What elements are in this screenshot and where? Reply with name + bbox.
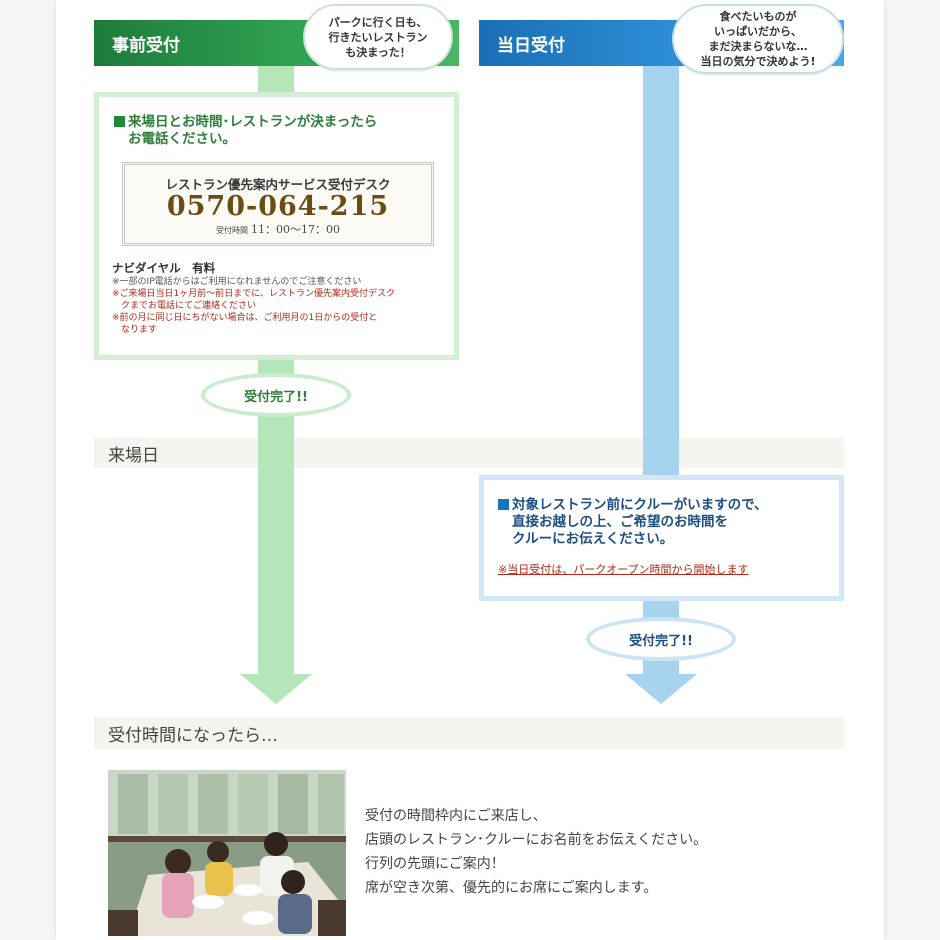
square-bullet-icon: [114, 116, 125, 127]
note-line: ※前の月に同じ日にちがない場合は、ご利用月の1日からの受付と: [112, 313, 378, 323]
sameday-lead-line: クルーにお伝えください。: [512, 531, 674, 547]
advance-cloud-line: も決まった！: [345, 45, 411, 59]
restaurant-photo-illustration: [108, 770, 346, 936]
sameday-down-arrow-icon: [625, 674, 697, 704]
sameday-cloud-line: まだ決まらないな…: [708, 40, 808, 53]
desk-hours: 11：00〜17：00: [251, 223, 340, 236]
restaurant-photo: [108, 770, 346, 936]
advance-notes: ナビダイヤル 有料 ※一部のIP電話からはご利用になれませんのでご注意ください …: [112, 260, 447, 336]
square-bullet-icon: [498, 499, 509, 510]
advance-lead-line: 来場日とお時間･レストランが決まったら: [128, 114, 378, 130]
desk-title: レストラン優先案内サービス受付デスク: [165, 177, 391, 192]
sameday-done-badge: 受付完了!!: [586, 617, 736, 661]
advance-lead-line: お電話ください。: [128, 131, 236, 147]
note-line: なります: [121, 325, 158, 335]
sameday-lead-line: 対象レストラン前にクルーがいますので、: [512, 497, 768, 513]
advance-cloud-line: 行きたいレストラン: [328, 30, 428, 44]
instruction-line: 店頭のレストラン･クルーにお名前をお伝えください。: [365, 832, 708, 848]
note-line: ※ご来場日当日1ヶ月前〜前日までに、レストラン優先案内受付デスク: [112, 289, 395, 299]
note-line: クまでお電話にてご連絡ください: [121, 301, 257, 311]
instruction-line: 席が空き次第、優先的にお席にご案内します。: [365, 880, 658, 896]
instruction-line: 行列の先頭にご案内！: [365, 856, 505, 872]
advance-speech-cloud: パークに行く日も、 行きたいレストラン も決まった！: [303, 4, 453, 70]
sameday-lead-line: 直接お越しの上、ご希望のお時間を: [512, 514, 728, 530]
sameday-note-text[interactable]: ※当日受付は、パークオープン時間から開始します: [498, 563, 749, 576]
visit-day-band: 来場日: [94, 438, 844, 468]
reception-instructions: 受付の時間枠内にご来店し、 店頭のレストラン･クルーにお名前をお伝えください。 …: [365, 804, 707, 900]
instruction-line: 受付の時間枠内にご来店し、: [365, 808, 547, 824]
sameday-info-box: [479, 475, 844, 601]
desk-hours-label: 受付時間: [216, 226, 248, 235]
sameday-note: ※当日受付は、パークオープン時間から開始します: [498, 561, 749, 577]
advance-header-title: 事前受付: [112, 35, 180, 56]
advance-done-badge: 受付完了!!: [201, 373, 351, 417]
visit-day-label: 来場日: [108, 445, 159, 466]
advance-lead: 来場日とお時間･レストランが決まったら お電話ください。: [114, 114, 377, 148]
sameday-flow-bar-overlay: [643, 438, 679, 468]
sameday-speech-cloud: 食べたいものが いっぱいだから、 まだ決まらないな… 当日の気分で決めよう!: [672, 4, 844, 74]
sameday-cloud-line: 食べたいものが: [719, 10, 797, 23]
advance-flow-bar-overlay: [258, 438, 294, 468]
navi-dial-label: ナビダイヤル 有料: [112, 261, 216, 275]
reception-time-label: 受付時間になったら…: [108, 725, 278, 746]
desk-phone-number[interactable]: 0570-064-215: [166, 191, 390, 222]
sameday-cloud-line: いっぱいだから、: [714, 25, 802, 38]
note-line: ※一部のIP電話からはご利用になれませんのでご注意ください: [112, 277, 362, 287]
sameday-lead: 対象レストラン前にクルーがいますので、 直接お越しの上、ご希望のお時間を クルー…: [498, 497, 768, 548]
reception-time-band: 受付時間になったら…: [94, 717, 844, 749]
sameday-header-title: 当日受付: [497, 35, 565, 56]
sameday-flow-bar: [643, 66, 679, 476]
advance-down-arrow-icon: [240, 674, 312, 704]
sameday-done-label: 受付完了!!: [629, 633, 693, 649]
advance-cloud-line: パークに行く日も、: [328, 15, 428, 29]
sameday-cloud-line: 当日の気分で決めよう!: [700, 55, 816, 68]
advance-done-label: 受付完了!!: [244, 389, 308, 405]
